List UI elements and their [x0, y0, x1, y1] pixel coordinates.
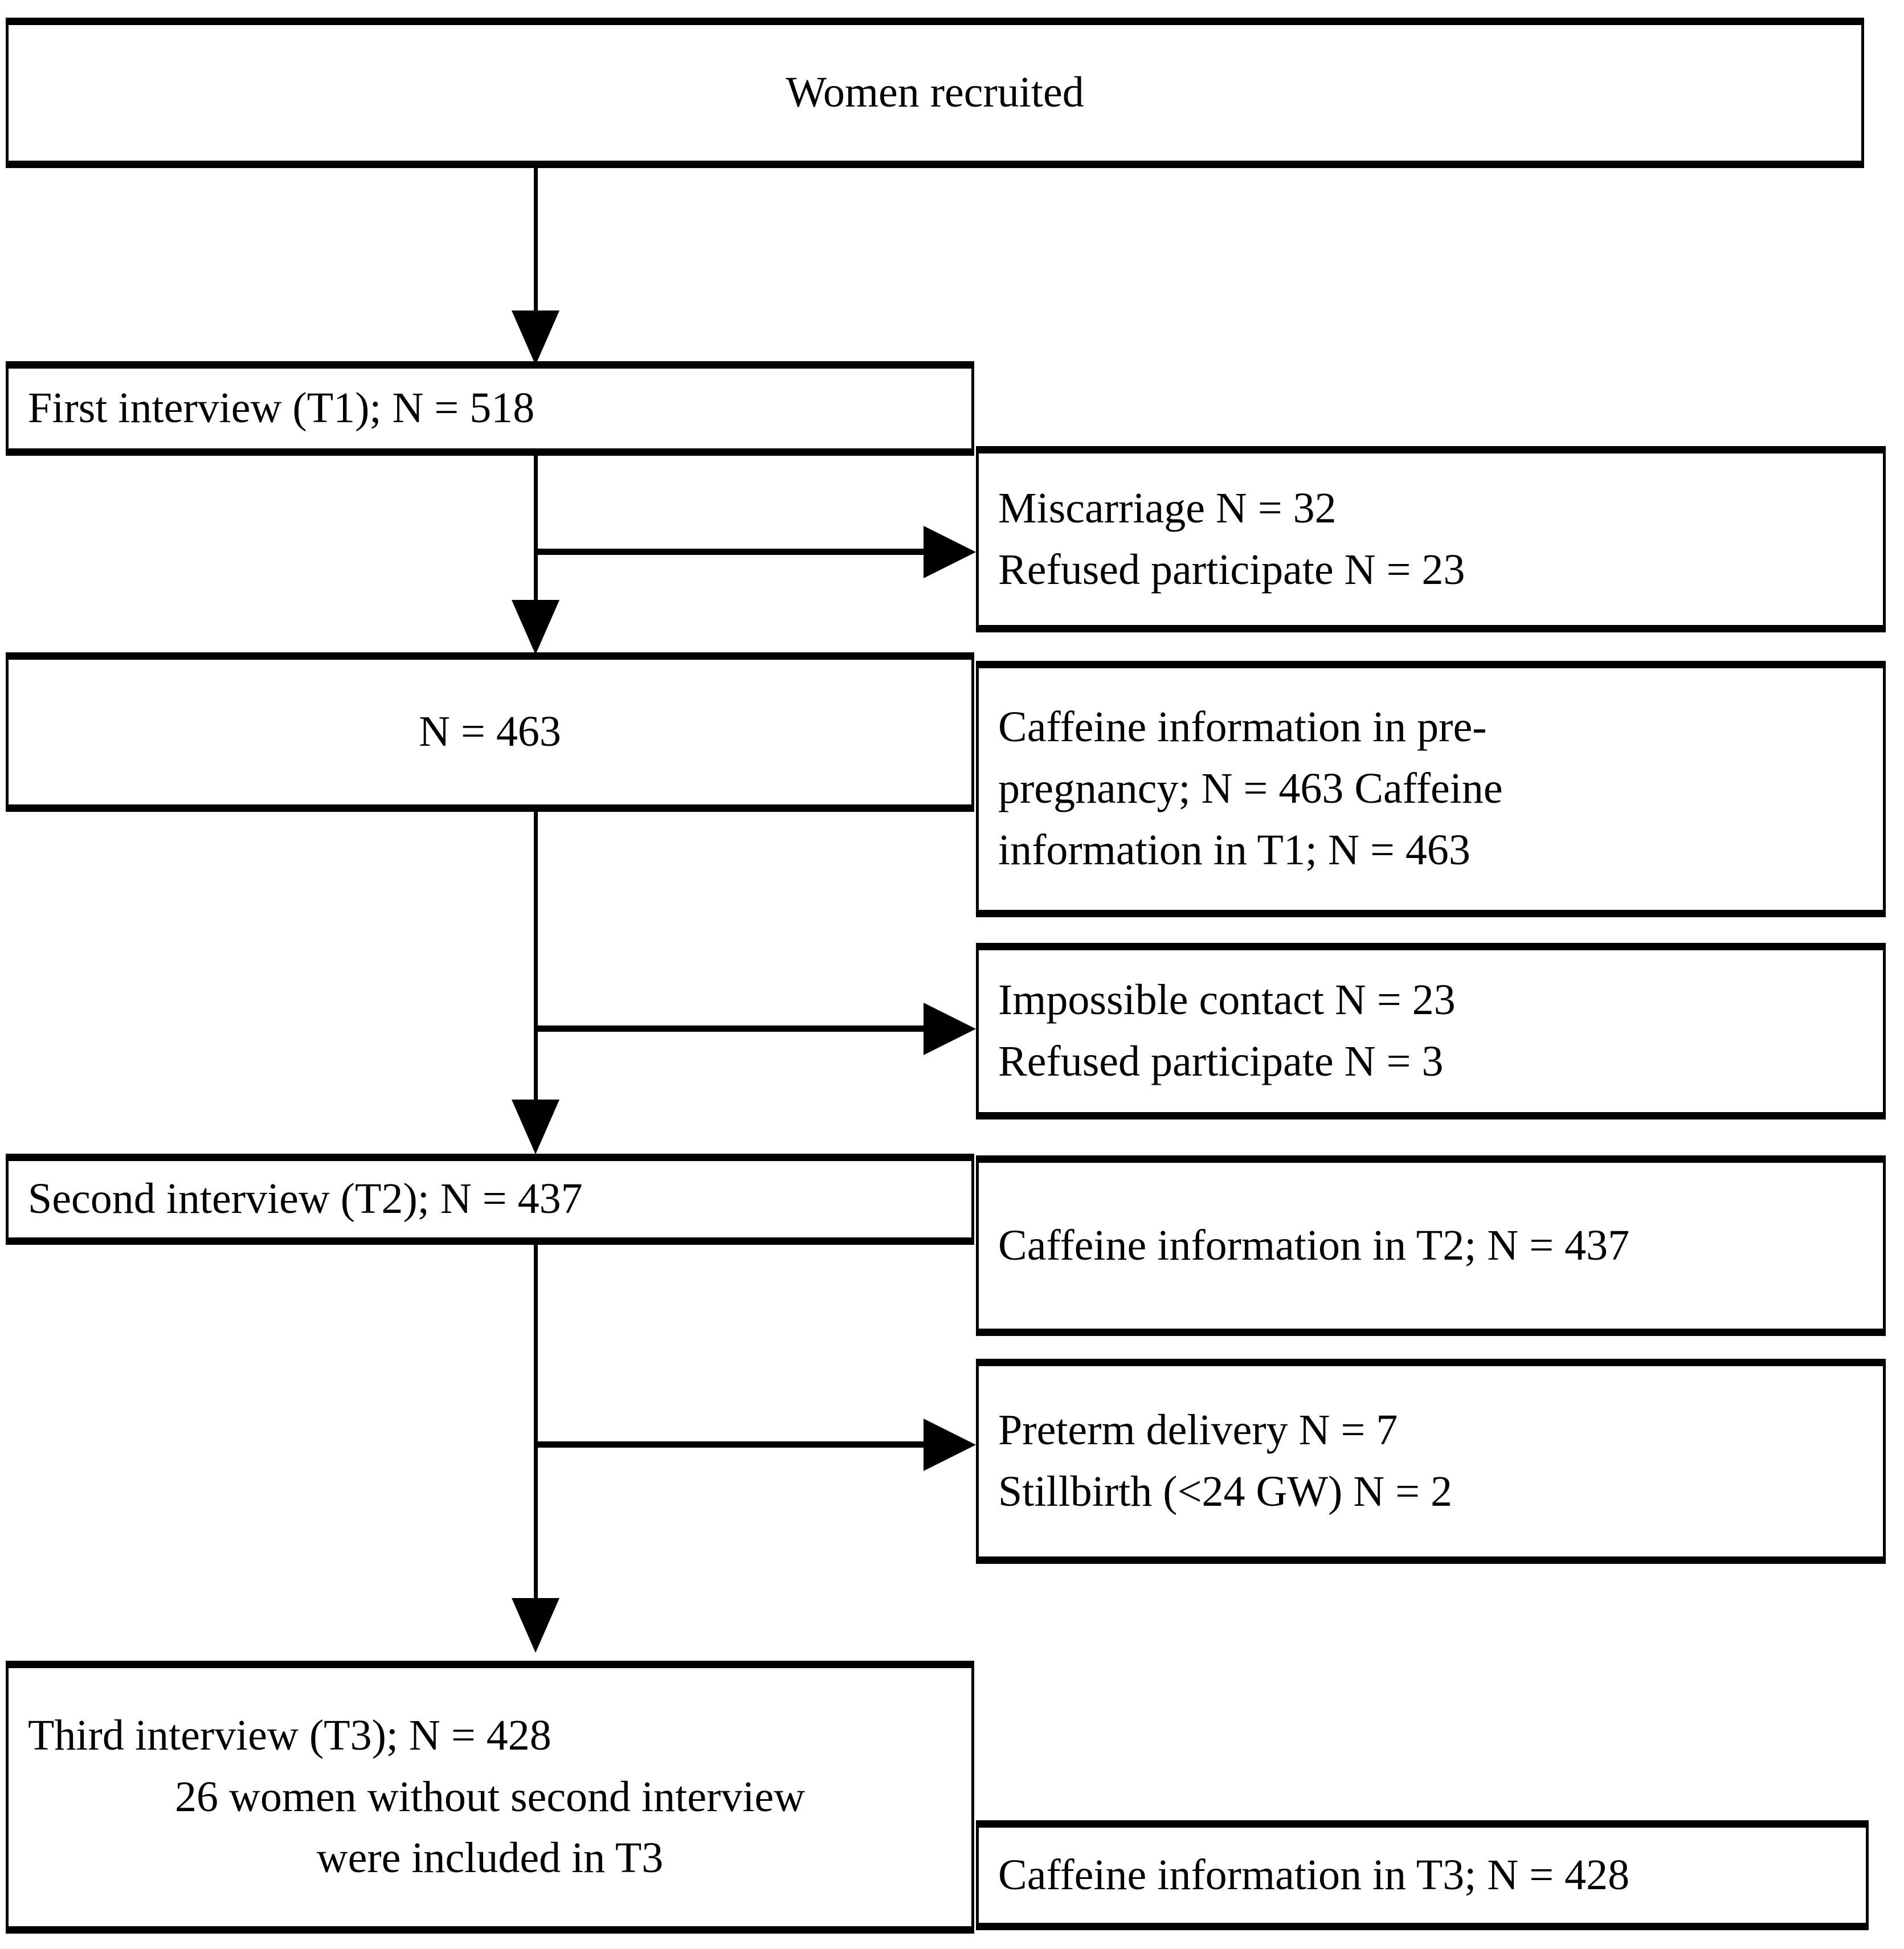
- node-women-recruited-label: Women recruited: [786, 68, 1084, 117]
- arrowhead-right-excluded-t3: [924, 1419, 976, 1471]
- connector-branch-excluded-t2: [534, 1025, 927, 1032]
- node-third-interview: Third interview (T3); N = 428 26 women w…: [6, 1661, 974, 1934]
- node-caffeine-t3-label: Caffeine information in T3; N = 428: [998, 1850, 1630, 1899]
- node-excluded-t1: Miscarriage N = 32 Refused participate N…: [976, 446, 1886, 632]
- node-second-interview-label: Second interview (T2); N = 437: [28, 1175, 583, 1223]
- node-excluded-t3: Preterm delivery N = 7 Stillbirth (<24 G…: [976, 1359, 1886, 1564]
- connector-n463-to-second-interview: [534, 812, 538, 1111]
- node-excluded-t1-line-1: Miscarriage N = 32: [998, 484, 1337, 532]
- node-excluded-t2: Impossible contact N = 23 Refused partic…: [976, 943, 1886, 1119]
- node-n463: N = 463: [6, 652, 974, 812]
- connector-first-interview-to-n463: [534, 456, 538, 610]
- node-caffeine-t3: Caffeine information in T3; N = 428: [976, 1820, 1869, 1930]
- connector-branch-excluded-t1: [534, 549, 927, 555]
- arrowhead-down-third-interview: [512, 1598, 559, 1653]
- node-caffeine-pre-pregnancy-line-1: Caffeine information in pre-: [998, 703, 1487, 751]
- node-excluded-t2-line-2: Refused participate N = 3: [998, 1037, 1444, 1085]
- node-third-interview-line-2: 26 women without second interview: [174, 1772, 805, 1821]
- arrowhead-right-excluded-t1: [924, 526, 976, 578]
- node-caffeine-pre-pregnancy-line-3: information in T1; N = 463: [998, 826, 1470, 874]
- arrowhead-down-first-interview: [512, 310, 559, 365]
- node-third-interview-line-3: were included in T3: [316, 1834, 664, 1882]
- node-excluded-t2-line-1: Impossible contact N = 23: [998, 976, 1456, 1024]
- node-women-recruited: Women recruited: [6, 18, 1864, 168]
- node-second-interview: Second interview (T2); N = 437: [6, 1154, 974, 1245]
- node-caffeine-pre-pregnancy: Caffeine information in pre- pregnancy; …: [976, 661, 1886, 917]
- node-caffeine-pre-pregnancy-line-2: pregnancy; N = 463 Caffeine: [998, 765, 1503, 813]
- arrowhead-down-n463: [512, 600, 559, 655]
- node-caffeine-t2-label: Caffeine information in T2; N = 437: [998, 1221, 1630, 1269]
- arrowhead-down-second-interview: [512, 1100, 559, 1154]
- node-first-interview-label: First interview (T1); N = 518: [28, 384, 535, 432]
- node-caffeine-t2: Caffeine information in T2; N = 437: [976, 1155, 1886, 1336]
- arrowhead-right-excluded-t2: [924, 1003, 976, 1055]
- connector-second-to-third-interview: [534, 1245, 538, 1609]
- node-excluded-t3-line-1: Preterm delivery N = 7: [998, 1406, 1398, 1454]
- node-excluded-t1-line-2: Refused participate N = 23: [998, 545, 1465, 594]
- node-first-interview: First interview (T1); N = 518: [6, 361, 974, 456]
- connector-branch-excluded-t3: [534, 1441, 927, 1448]
- node-excluded-t3-line-2: Stillbirth (<24 GW) N = 2: [998, 1468, 1453, 1515]
- node-third-interview-line-1: Third interview (T3); N = 428: [28, 1711, 551, 1759]
- connector-recruited-to-first-interview: [534, 168, 538, 319]
- node-n463-label: N = 463: [419, 708, 561, 756]
